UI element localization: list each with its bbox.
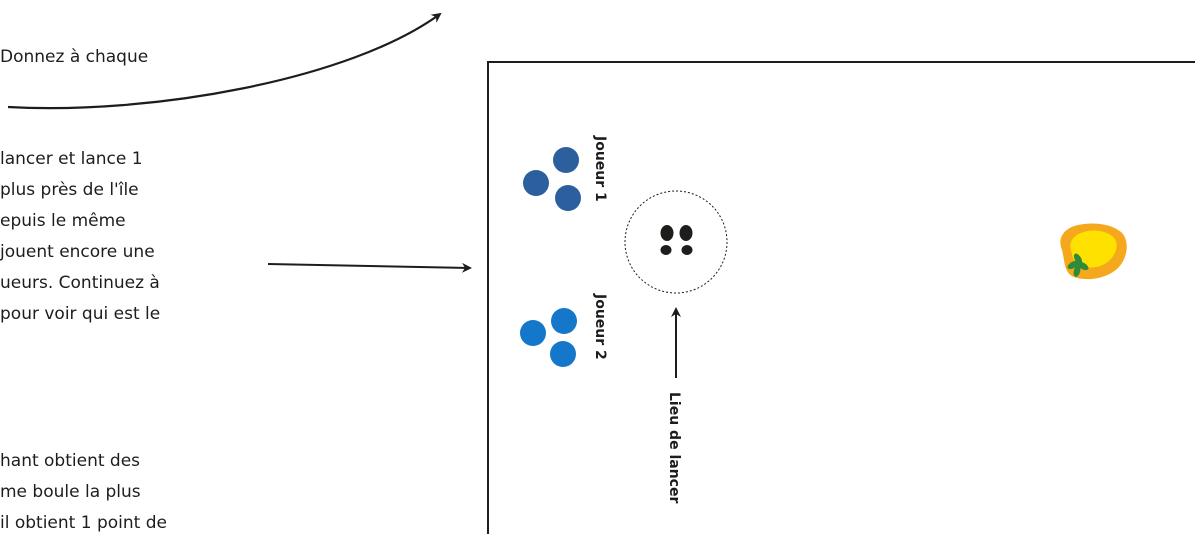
- pointer-arrow: [267, 262, 472, 273]
- player1-ball: [553, 147, 579, 173]
- text-line-6: ueurs. Continuez à: [0, 273, 160, 293]
- player1-label: Joueur 1: [592, 135, 608, 202]
- player2-ball: [551, 308, 577, 334]
- text-line-1: Donnez à chaque: [0, 47, 149, 67]
- island-icon: [1060, 223, 1127, 280]
- player1-ball: [555, 185, 581, 211]
- leaf-icon: [1067, 253, 1089, 277]
- footprints-icon: [660, 225, 693, 255]
- player2-ball: [520, 320, 546, 346]
- throw-spot-label: Lieu de lancer: [666, 392, 682, 503]
- text-line-2: lancer et lance 1: [0, 149, 143, 169]
- text-line-3: plus près de l'île: [0, 180, 139, 200]
- player2-label: Joueur 2: [592, 293, 608, 360]
- player2-ball: [550, 341, 576, 367]
- throw-circle: [624, 190, 728, 294]
- text-line-8: hant obtient des: [0, 451, 141, 471]
- text-line-4: epuis le même: [0, 211, 126, 231]
- playing-field: [487, 61, 1195, 534]
- text-line-10: il obtient 1 point de: [0, 513, 167, 533]
- island-inner: [1070, 230, 1117, 268]
- text-line-9: me boule la plus: [0, 482, 141, 502]
- curved-arrow: [7, 12, 442, 110]
- text-line-7: pour voir qui est le: [0, 304, 161, 324]
- player2-balls: [520, 308, 577, 367]
- text-line-5: jouent encore une: [0, 242, 155, 262]
- player1-balls: [523, 147, 581, 211]
- player1-ball: [523, 170, 549, 196]
